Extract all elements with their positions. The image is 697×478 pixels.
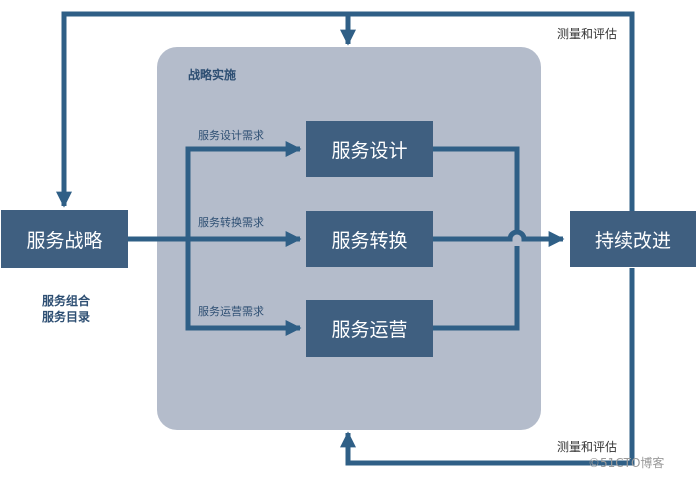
- operation-output-line: [433, 246, 520, 331]
- bottom-measure-label: 测量和评估: [557, 440, 618, 454]
- top-measure-label: 测量和评估: [557, 27, 618, 41]
- design-output-line: [433, 146, 520, 232]
- service-portfolio-note: 服务组合: [42, 294, 91, 308]
- continual-improvement-box: 持续改进: [570, 211, 696, 267]
- transition-requirement-label: 服务转换需求: [198, 216, 264, 229]
- branch-to-operation-arrow: [185, 239, 302, 337]
- service-catalog-note: 服务目录: [42, 310, 91, 324]
- service-transition-box: 服务转换: [306, 211, 433, 267]
- branch-to-design-arrow: [185, 140, 302, 239]
- panel-title: 战略实施: [188, 68, 237, 82]
- watermark: ©51CTO博客: [588, 456, 665, 470]
- operation-requirement-label: 服务运营需求: [198, 305, 264, 318]
- service-design-box: 服务设计: [306, 121, 433, 177]
- design-requirement-label: 服务设计需求: [198, 129, 264, 142]
- bottom-feedback-arrow: [339, 268, 635, 466]
- transition-to-improvement-arrow: [433, 229, 565, 248]
- service-strategy-box: 服务战略: [1, 210, 128, 268]
- service-operation-box: 服务运营: [306, 300, 433, 357]
